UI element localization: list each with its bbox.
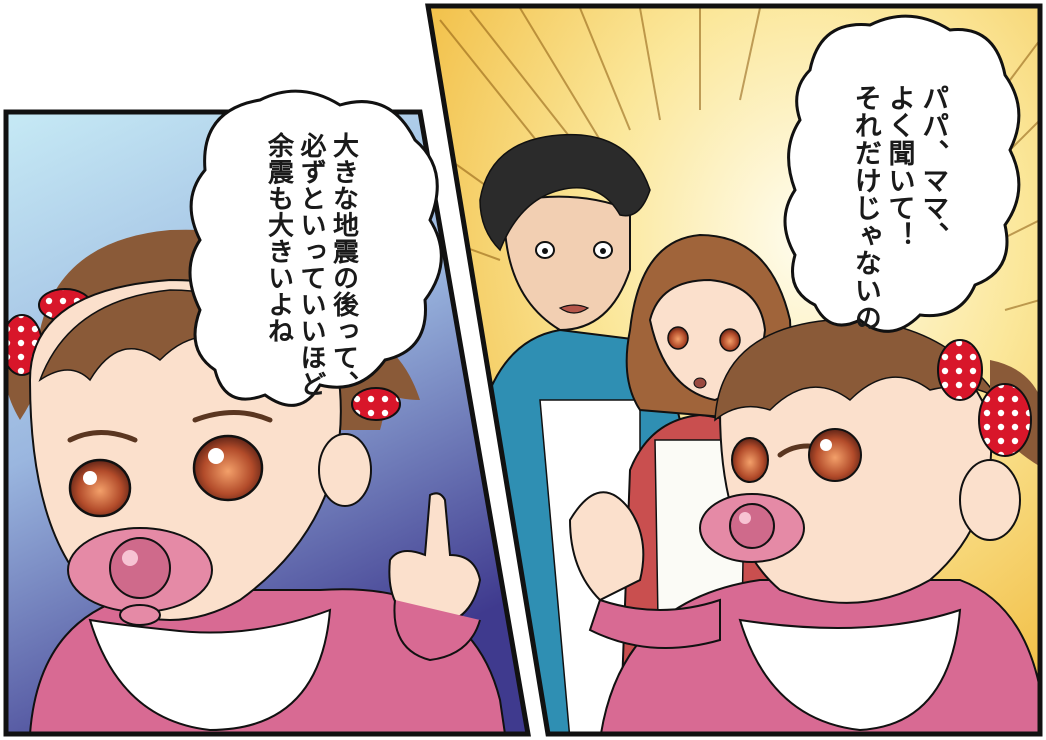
bow-icon [937,339,1032,457]
speech-text-right: パパ、ママ、 よく聞いて！ それだけじゃないの [848,84,949,332]
bow-icon [351,387,401,421]
speech-line: 余震も大きいよね [263,132,294,345]
pacifier-icon [67,527,213,626]
speech-line: 必ずといっていいほど [296,132,326,398]
speech-line: よく聞いて！ [883,84,915,250]
baby-figure [568,318,1040,734]
panel-right-border [425,3,1043,737]
pacifier-icon [699,493,805,563]
speech-text-left: 大きな地震の後って、 必ずといっていいほど 余震も大きいよね [262,132,360,397]
speech-line: 大きな地震の後って、 [328,132,359,398]
speech-line: パパ、ママ、 [917,84,949,250]
speech-bubble-right [783,14,1021,333]
speech-bubble-left [188,89,443,407]
speech-line: それだけじゃないの [849,84,881,332]
